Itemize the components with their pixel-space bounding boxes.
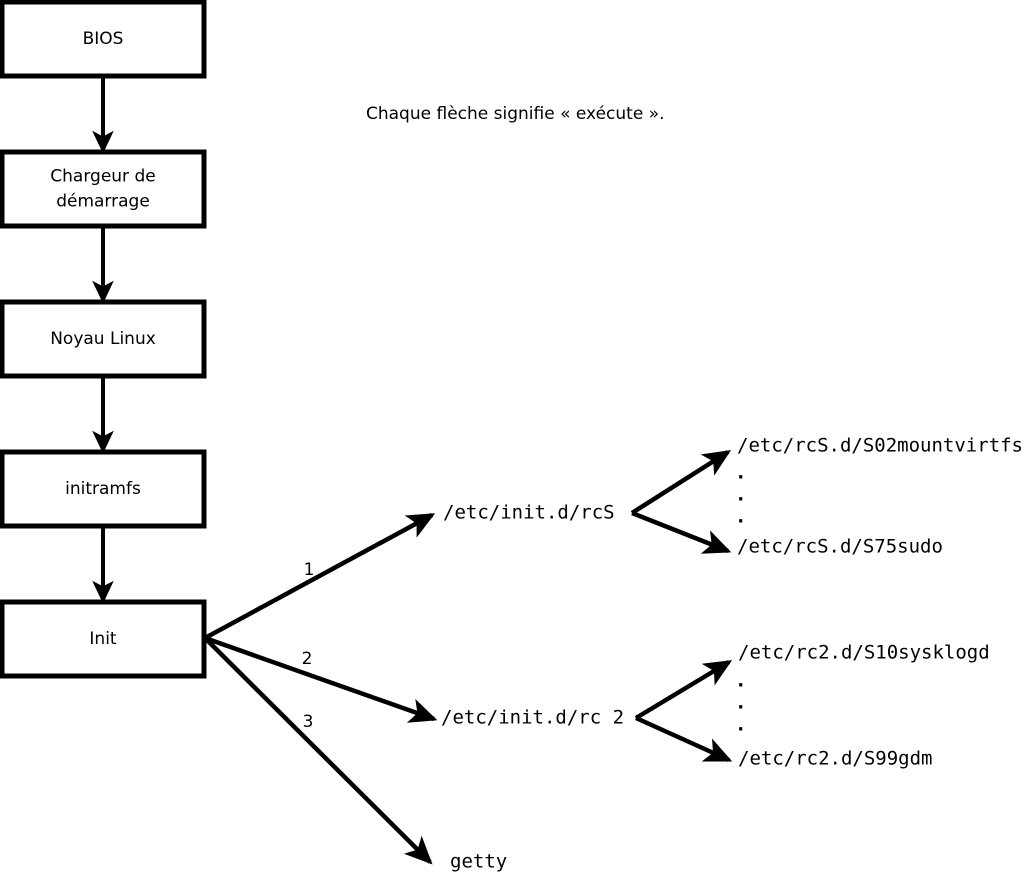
arrow-branch-rcs xyxy=(203,513,436,640)
ellipsis-dot: . xyxy=(735,484,746,506)
child-label-rc2-first: /etc/rc2.d/S10sysklogd xyxy=(738,642,990,664)
ellipsis-dot: . xyxy=(735,506,746,528)
stage-box-init: Init xyxy=(0,599,207,679)
target-label-branch-rc2: /etc/init.d/rc 2 xyxy=(441,707,624,729)
branch-rc2: 2/etc/init.d/rc 2/etc/rc2.d/S10sysklogd /… xyxy=(204,635,990,770)
stage-box-label-bootloader: démarrage xyxy=(56,192,150,212)
target-label-branch-rcs: /etc/init.d/rcS xyxy=(443,502,615,524)
arrow-rcs-first xyxy=(630,450,732,515)
child-label-rcs-first: /etc/rcS.d/S02mountvirtfs xyxy=(737,435,1023,457)
target-label-branch-getty: getty xyxy=(450,851,507,873)
ellipsis-dot: . xyxy=(735,670,746,692)
ellipsis-dot: . xyxy=(735,714,746,736)
init-branch-group: 1/etc/init.d/rcS/etc/rcS.d/S02mountvirtf… xyxy=(203,435,1023,873)
arrow-branch-getty xyxy=(203,636,433,865)
branch-getty: 3 getty xyxy=(203,636,507,873)
edge-number-3: 3 xyxy=(303,712,314,732)
ellipsis-dot: . xyxy=(735,692,746,714)
child-label-rc2-last: /etc/rc2.d/S99gdm xyxy=(738,748,932,770)
stage-box-label-initramfs: initramfs xyxy=(65,479,141,499)
stage-box-rect-initramfs xyxy=(0,449,207,529)
stage-box-rect-bootloader xyxy=(0,149,207,229)
child-label-rcs-last: /etc/rcS.d/S75sudo xyxy=(737,536,943,558)
stage-box-kernel: Noyau Linux xyxy=(0,299,207,379)
stage-box-bootloader: Chargeur de démarrage xyxy=(0,149,207,229)
ellipsis-dot: . xyxy=(735,462,746,484)
edge-number-1: 1 xyxy=(304,560,315,580)
stage-box-label-bios: BIOS xyxy=(83,29,124,49)
arrow-branch-rc2 xyxy=(204,635,438,723)
arrow-rc2-first xyxy=(634,660,733,720)
branch-rcs: 1/etc/init.d/rcS/etc/rcS.d/S02mountvirtf… xyxy=(203,435,1023,640)
arrow-rc2-last xyxy=(635,715,733,763)
arrow-rcs-last xyxy=(631,510,732,554)
diagram-caption: Chaque flèche signifie « exécute ». xyxy=(366,104,665,124)
stage-box-label-init: Init xyxy=(89,629,117,649)
stage-box-label-bootloader: Chargeur de xyxy=(50,167,155,187)
edge-number-2: 2 xyxy=(302,649,313,669)
stage-box-label-kernel: Noyau Linux xyxy=(50,329,156,349)
stage-box-bios: BIOS xyxy=(0,0,207,79)
stage-box-initramfs: initramfs xyxy=(0,449,207,529)
